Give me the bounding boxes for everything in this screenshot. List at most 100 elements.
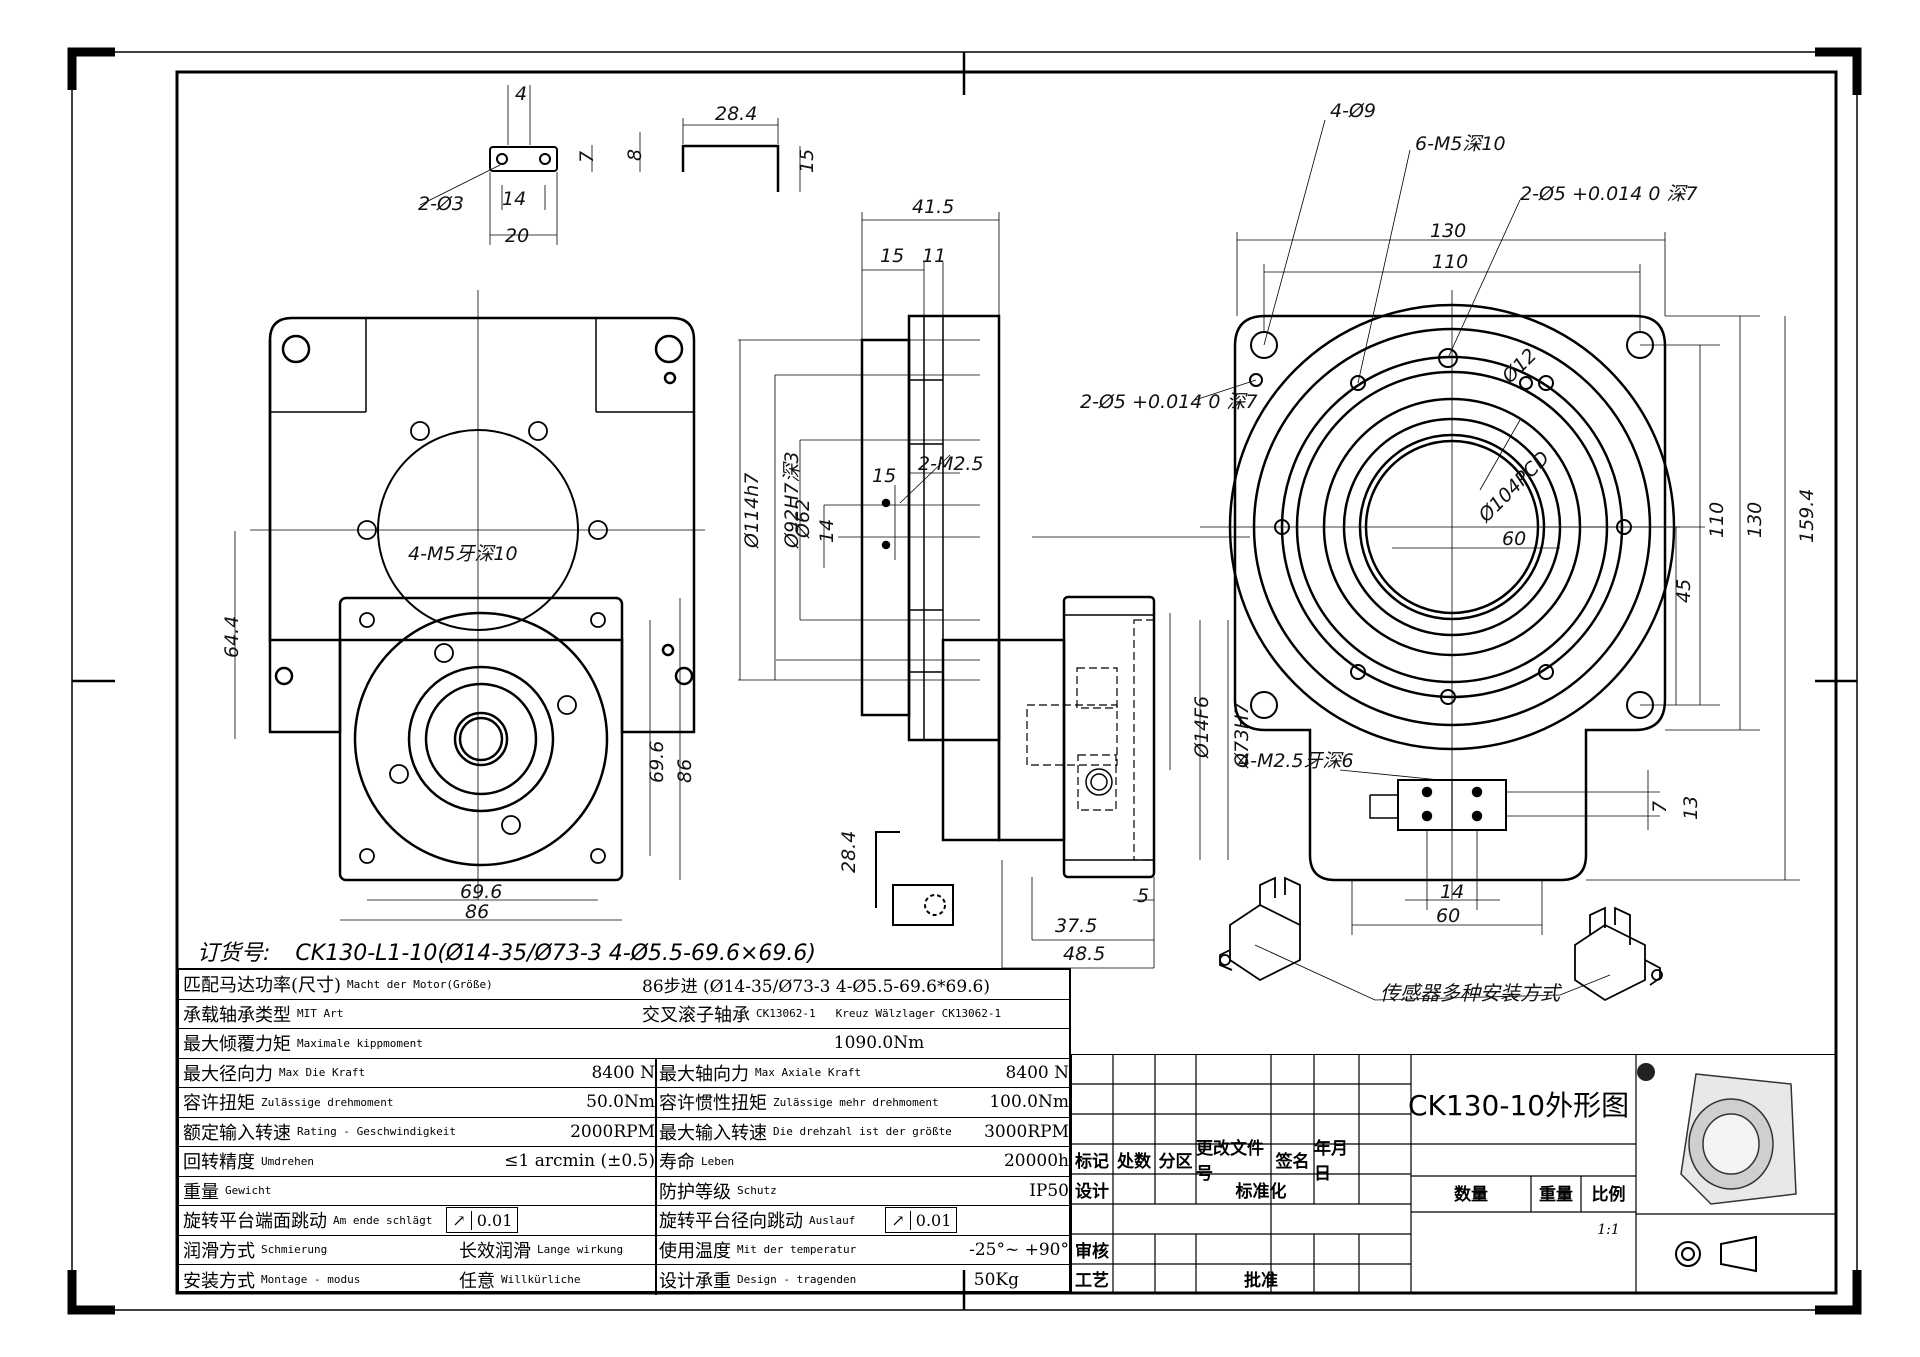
dim-bracket-4: 4 xyxy=(515,83,527,105)
order-code: CK130-L1-10(Ø14-35/Ø73-3 4-Ø5.5-69.6×69.… xyxy=(295,941,816,966)
spec-label: 容许惯性扭矩 xyxy=(659,1093,767,1115)
tb-header-count: 处数 xyxy=(1117,1151,1151,1172)
spec-value: -25°~ +90° xyxy=(969,1239,1069,1260)
dim-right-4-holes: 4-Ø9 xyxy=(1330,100,1376,122)
drawing-title: CK130-10外形图 xyxy=(1408,1089,1630,1122)
spec-label: 润滑方式 xyxy=(183,1240,255,1262)
dim-right-159-4: 159.4 xyxy=(1796,489,1818,543)
dim-right-m5: 6-M5深10 xyxy=(1415,133,1506,155)
tb-approve: 批准 xyxy=(1244,1271,1278,1291)
dim-bracket-20: 20 xyxy=(505,225,529,247)
spec-bearing-value: 交叉滚子轴承 xyxy=(642,1004,750,1026)
spec-bearing-de-value: Kreuz Wälzlager CK13062-1 xyxy=(835,1007,1002,1021)
runout-value: 0.01 xyxy=(476,1210,513,1230)
spec-label-de: Auslauf xyxy=(809,1213,856,1227)
side-view xyxy=(738,212,1250,969)
dim-side-5: 5 xyxy=(1137,885,1149,907)
spec-label: 容许扭矩 xyxy=(183,1093,255,1115)
spec-tilt-de: Maximale kippmoment xyxy=(297,1036,423,1050)
dim-side-15: 15 xyxy=(880,245,904,267)
dim-side-37-5: 37.5 xyxy=(1055,915,1097,937)
sensor-sketch-side xyxy=(875,831,954,926)
spec-label-de: Die drehzahl ist der größte xyxy=(773,1125,952,1139)
spec-value: 3000RPM xyxy=(984,1121,1069,1142)
order-label: 订货号: xyxy=(197,941,271,966)
spec-value: 8400 N xyxy=(591,1062,655,1083)
tb-header-sign: 签名 xyxy=(1275,1151,1310,1172)
spec-motor-de: Macht der Motor(Größe) xyxy=(347,977,493,991)
spec-label: 最大输入转速 xyxy=(659,1122,767,1144)
dim-side-14: 14 xyxy=(816,519,838,543)
dim-right-7: 7 xyxy=(1649,801,1671,813)
dim-side-28-4: 28.4 xyxy=(838,831,860,873)
spec-label: 寿命 xyxy=(659,1152,695,1174)
dim-side-14f6: Ø14F6 xyxy=(1191,696,1213,759)
spec-row-motor: 匹配马达功率(尺寸) Macht der Motor(Größe) 86步进 (Ø… xyxy=(179,970,1069,1000)
dim-right-45: 45 xyxy=(1673,579,1695,603)
spec-label-de: Am ende schlägt xyxy=(333,1213,433,1227)
spec-label: 设计承重 xyxy=(659,1270,731,1292)
dim-side-15b: 15 xyxy=(872,465,896,487)
tb-header-mark: 标记 xyxy=(1075,1151,1109,1172)
spec-bearing-de: MIT Art xyxy=(297,1007,344,1021)
spec-tilt-label: 最大倾覆力矩 xyxy=(183,1034,291,1056)
spec-bearing-code: CK13062-1 xyxy=(756,1007,816,1021)
angle-bracket xyxy=(681,118,801,192)
tb-header-date: 年月日 xyxy=(1314,1139,1348,1184)
tb-standard: 标准化 xyxy=(1235,1181,1287,1202)
tb-weight: 重量 xyxy=(1539,1184,1573,1205)
dim-right-pin-left: 2-Ø5 +0.014 0 深7 xyxy=(1080,391,1258,413)
spec-label: 回转精度 xyxy=(183,1152,255,1174)
dim-front-tapped: 4-M5牙深10 xyxy=(408,543,518,565)
sensor-iso-right xyxy=(1574,906,1663,1002)
order-number: 订货号: CK130-L1-10(Ø14-35/Ø73-3 4-Ø5.5-69.… xyxy=(197,935,816,967)
spec-motor-value: 86步进 (Ø14-35/Ø73-3 4-Ø5.5-69.6*69.6) xyxy=(642,976,990,997)
spec-value: 长效润滑 xyxy=(459,1240,531,1262)
dim-side-41-5: 41.5 xyxy=(912,196,954,218)
spec-label-de: Schmierung xyxy=(261,1243,328,1257)
runout-arrow-icon: ↗ xyxy=(447,1210,472,1230)
sensor-note: 传感器多种安装方式 xyxy=(1380,981,1563,1005)
spec-value: 20000h xyxy=(1003,1151,1069,1172)
dim-front-69-6: 69.6 xyxy=(460,881,502,903)
dim-bracket-7: 7 xyxy=(576,151,598,163)
radial-gauge: ↗0.01 xyxy=(885,1207,958,1234)
spec-motor-label: 匹配马达功率(尺寸) xyxy=(183,975,342,997)
sensor-bracket-plan xyxy=(419,85,641,245)
dim-right-m2-5: 4-M2.5牙深6 xyxy=(1238,750,1354,772)
dim-right-pin-top: 2-Ø5 +0.014 0 深7 xyxy=(1520,183,1698,205)
product-thumbnail xyxy=(1637,1063,1797,1205)
spec-label-de: Leben xyxy=(701,1154,735,1168)
dim-right-60: 60 xyxy=(1502,528,1526,550)
dim-side-48-5: 48.5 xyxy=(1063,943,1105,965)
runout-arrow-icon: ↗ xyxy=(886,1210,911,1230)
tb-process: 工艺 xyxy=(1075,1271,1109,1291)
runout-value: 0.01 xyxy=(915,1210,952,1230)
spec-label-de: Max Axiale Kraft xyxy=(755,1066,861,1080)
spec-label-de: Montage - modus xyxy=(261,1273,361,1287)
spec-label: 旋转平台端面跳动 xyxy=(183,1211,327,1233)
spec-label: 防护等级 xyxy=(659,1181,731,1203)
spec-value: 100.0Nm xyxy=(989,1092,1069,1113)
spec-label-de: Max Die Kraft xyxy=(279,1066,366,1080)
tb-qty: 数量 xyxy=(1454,1184,1488,1205)
title-block xyxy=(1071,1054,1836,1293)
tb-header-zone: 分区 xyxy=(1158,1151,1193,1172)
spec-label-de: Umdrehen xyxy=(261,1154,314,1168)
dim-front-69-6-v: 69.6 xyxy=(646,741,668,783)
corner-marks xyxy=(67,47,1862,1315)
spec-value: 50Kg xyxy=(973,1269,1019,1290)
right-view xyxy=(1194,119,1800,935)
spec-label: 最大轴向力 xyxy=(659,1063,749,1085)
spec-label-de: Zulässige drehmoment xyxy=(261,1095,394,1109)
spec-label-de: Rating - Geschwindigkeit xyxy=(297,1125,456,1139)
